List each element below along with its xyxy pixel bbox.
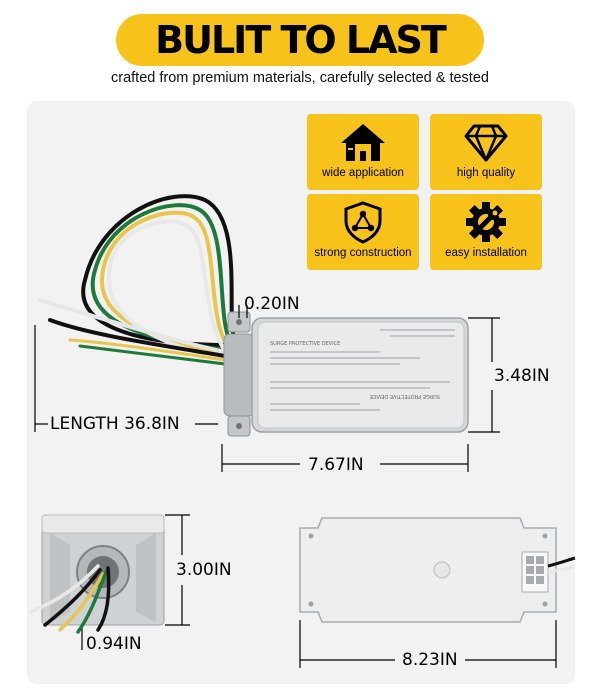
- shield-network-icon: [307, 200, 419, 244]
- subtitle: crafted from premium materials, carefull…: [111, 70, 489, 86]
- device-side-label: SURGE PROTECTIVE DEVICE: [370, 393, 440, 399]
- feature-label: high quality: [456, 167, 516, 179]
- dimension-width: 7.67IN: [308, 455, 364, 475]
- feature-strong-construction: strong construction: [307, 194, 419, 270]
- dimension-mount-offset: 0.20IN: [244, 294, 300, 314]
- page-title: BULIT TO LAST: [155, 18, 447, 62]
- diamond-icon: [430, 120, 542, 164]
- dimension-mount-width: 8.23IN: [402, 650, 458, 670]
- feature-label: wide application: [322, 167, 404, 179]
- feature-label: strong construction: [314, 247, 412, 259]
- dimension-height: 3.48IN: [494, 366, 550, 386]
- feature-wide-application: wide application: [307, 114, 419, 190]
- title-banner: BULIT TO LAST: [116, 14, 484, 66]
- feature-label: easy installation: [445, 247, 527, 259]
- device-label-title: SURGE PROTECTIVE DEVICE: [270, 341, 340, 347]
- feature-easy-installation: easy installation: [430, 194, 542, 270]
- dimension-depth: 3.00IN: [176, 560, 232, 580]
- gear-wrench-icon: [430, 200, 542, 244]
- dimension-cable-length: LENGTH 36.8IN: [50, 414, 180, 434]
- feature-high-quality: high quality: [430, 114, 542, 190]
- dimension-conduit: 0.94IN: [86, 634, 142, 654]
- house-icon: [307, 120, 419, 164]
